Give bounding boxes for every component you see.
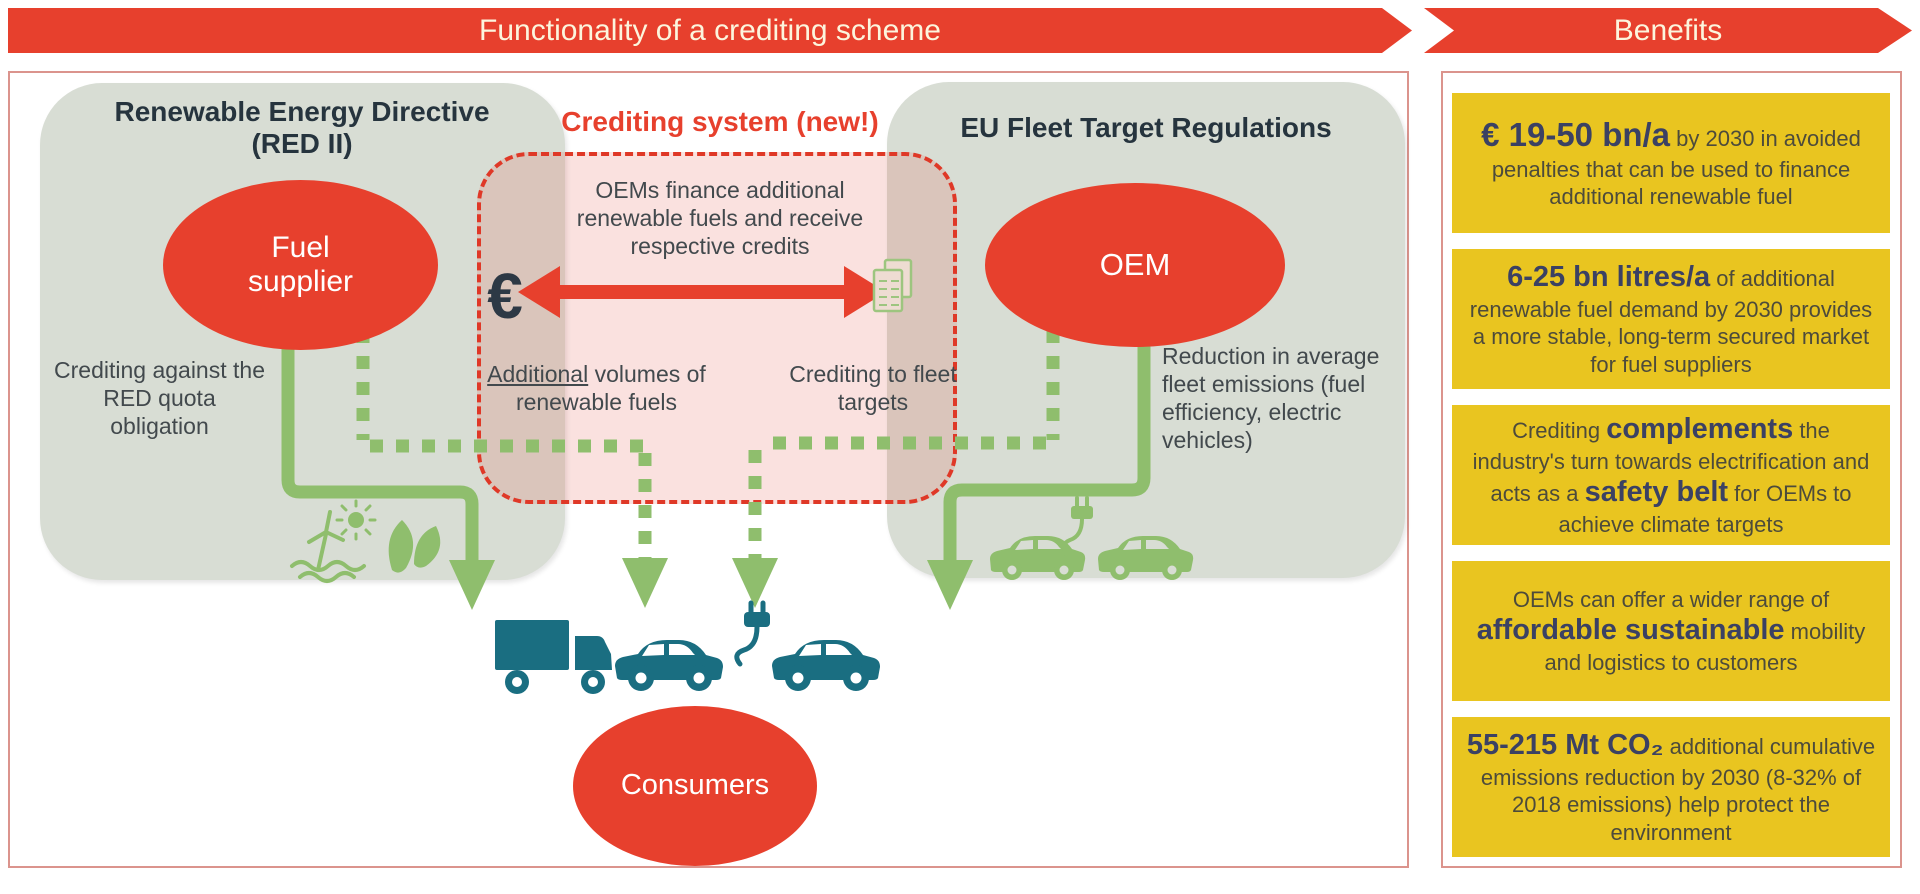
- additional-volumes-label: Additional volumes of renewable fuels: [487, 361, 706, 416]
- consumers-ellipse: Consumers: [573, 706, 817, 866]
- benefits-banner: Benefits: [1424, 8, 1912, 53]
- fuel-supplier-label: Fuel supplier: [247, 230, 354, 299]
- benefit-fuel-demand: 6-25 bn litres/a of additional renewable…: [1452, 249, 1890, 389]
- benefits-banner-label: Benefits: [1613, 13, 1723, 47]
- benefit-safety-belt: Crediting complements the industry's tur…: [1452, 405, 1890, 545]
- benefit-emissions-reduction: 55-215 Mt CO₂ additional cumulative emis…: [1452, 717, 1890, 857]
- consumers-label: Consumers: [620, 769, 770, 802]
- crediting-to-fleet-label: Crediting to fleet targets: [789, 361, 957, 416]
- benefits-list: € 19-50 bn/a by 2030 in avoided penaltie…: [1452, 93, 1890, 857]
- oem-label: OEM: [1099, 247, 1171, 283]
- red-directive-title: Renewable Energy Directive (RED II): [114, 96, 490, 160]
- functionality-banner: Functionality of a crediting scheme: [8, 8, 1412, 53]
- fleet-reduction-note: Reduction in average fleet emissions (fu…: [1162, 343, 1380, 454]
- functionality-banner-label: Functionality of a crediting scheme: [479, 13, 941, 47]
- oems-finance-note: OEMs finance additional renewable fuels …: [576, 177, 864, 260]
- benefit-avoided-penalties: € 19-50 bn/a by 2030 in avoided penaltie…: [1452, 93, 1890, 233]
- fleet-regulations-title: EU Fleet Target Regulations: [960, 112, 1332, 143]
- crediting-system-title: Crediting system (new!): [561, 106, 879, 137]
- fuel-supplier-ellipse: Fuel supplier: [163, 180, 438, 350]
- oem-ellipse: OEM: [985, 183, 1285, 347]
- benefit-affordable-mobility: OEMs can offer a wider range of affordab…: [1452, 561, 1890, 701]
- red-quota-note: Crediting against the RED quota obligati…: [54, 357, 265, 440]
